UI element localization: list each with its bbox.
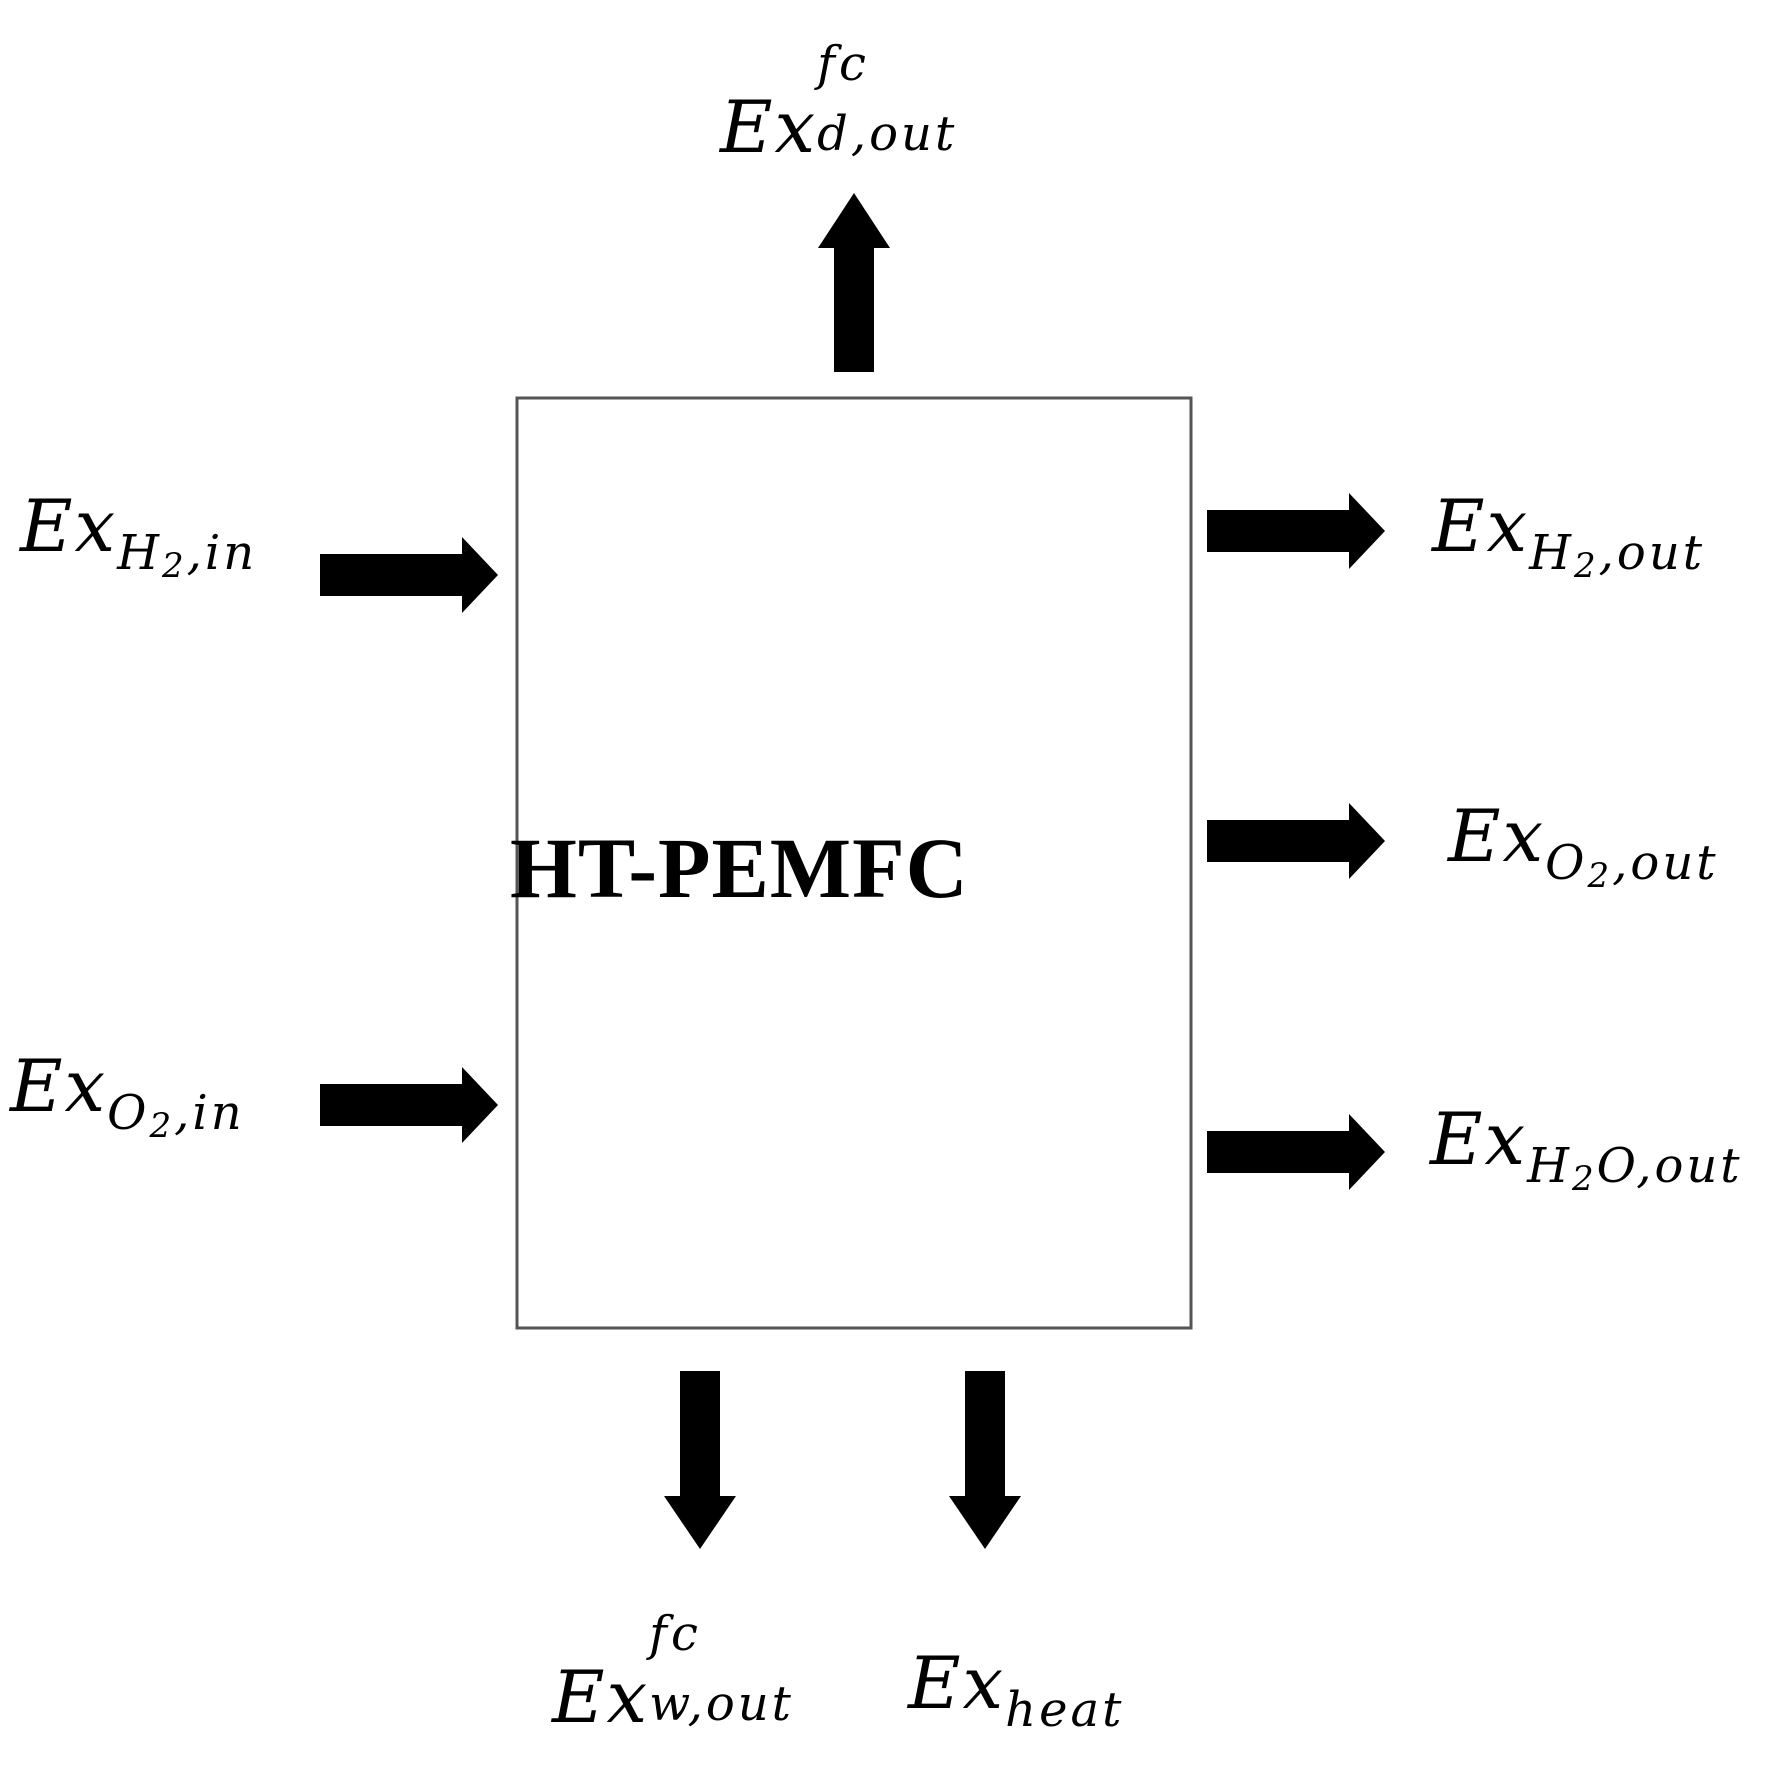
arrow-in-o2	[320, 1067, 498, 1143]
label-sub-tail: ,out	[1598, 525, 1706, 581]
label-sub: H	[117, 525, 163, 581]
label-sup: fc	[817, 36, 870, 92]
label-ex-base: Ex	[10, 1044, 108, 1128]
label-exergy-o2-out: ExO2,out	[1448, 800, 1719, 893]
label-sub: heat	[1005, 1682, 1125, 1738]
label-sub-index: 2	[1587, 856, 1613, 896]
label-sub: O	[1545, 835, 1588, 891]
arrow-out-h2o	[1207, 1114, 1385, 1190]
label-ex-base: Ex	[1430, 1097, 1528, 1181]
label-sub: H	[1529, 525, 1575, 581]
label-sub-tail: O,out	[1596, 1138, 1743, 1194]
arrow-out-h2	[1207, 493, 1385, 569]
label-exergy-h2-in: ExH2,in	[20, 490, 257, 583]
label-exergy-heat: Exheat	[908, 1647, 1124, 1734]
label-exergy-o2-in: ExO2,in	[10, 1050, 245, 1143]
label-ex-base: Ex	[552, 1655, 650, 1739]
fuel-cell-box	[515, 396, 1193, 1330]
label-ex-base: Ex	[720, 85, 818, 169]
label-sub-tail: ,in	[186, 525, 258, 581]
label-sub-index: 2	[149, 1106, 175, 1146]
label-sub-index: 2	[1572, 1159, 1597, 1199]
label-sub: O	[107, 1085, 150, 1141]
label-sup: fc	[649, 1606, 702, 1662]
arrow-down-work	[664, 1371, 736, 1549]
label-sub-tail: ,in	[174, 1085, 245, 1141]
arrow-up-destruction	[818, 193, 890, 372]
label-ex-base: Ex	[908, 1641, 1006, 1725]
arrow-down-heat	[949, 1371, 1021, 1549]
label-sub-index: 2	[1574, 546, 1599, 586]
label-exergy-h2o-out: ExH2O,out	[1430, 1103, 1743, 1196]
label-sub-tail: ,out	[1612, 835, 1719, 891]
arrow-out-o2	[1207, 803, 1385, 879]
label-ex-base: Ex	[1432, 484, 1530, 568]
label-sub-index: 2	[162, 546, 187, 586]
label-ex-base: Ex	[1448, 794, 1546, 878]
fuel-cell-title: HT-PEMFC	[510, 820, 969, 916]
label-sub: w,out	[649, 1676, 794, 1732]
label-exergy-h2-out: ExH2,out	[1432, 490, 1705, 583]
arrow-in-h2	[320, 537, 498, 613]
label-ex-base: Ex	[20, 484, 118, 568]
label-sub: d,out	[817, 106, 958, 162]
label-sub: H	[1527, 1138, 1573, 1194]
